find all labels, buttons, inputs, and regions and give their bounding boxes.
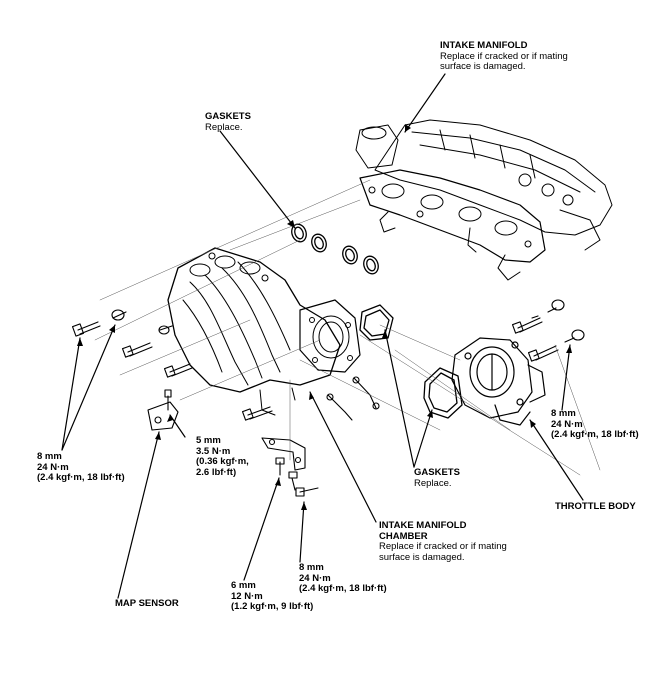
intake-manifold-chamber-label: INTAKE MANIFOLD CHAMBER Replace if crack… xyxy=(379,520,507,563)
gasket-throttle-body xyxy=(359,304,463,419)
torque-5mm-size: 5 mm xyxy=(196,435,221,446)
torque-8mm-bottom-size: 8 mm xyxy=(299,562,324,573)
torque-8mm-right-size: 8 mm xyxy=(551,408,576,419)
torque-8mm-right-label: 8 mm 24 N·m (2.4 kgf·m, 18 lbf·ft) xyxy=(551,408,639,441)
intake-manifold-desc-1: Replace if cracked or if mating xyxy=(440,50,568,62)
torque-5mm-label: 5 mm 3.5 N·m (0.36 kgf·m, 2.6 lbf·ft) xyxy=(196,435,249,478)
throttle-body-label: THROTTLE BODY xyxy=(555,501,636,513)
torque-8mm-right-alt: (2.4 kgf·m, 18 lbf·ft) xyxy=(551,429,639,440)
gasket-rings-top xyxy=(291,223,379,275)
gaskets-bottom-desc: Replace. xyxy=(414,477,452,489)
gaskets-top-label: GASKETS Replace. xyxy=(205,111,251,133)
intake-manifold-chamber-part xyxy=(167,247,361,416)
torque-8mm-left-label: 8 mm 24 N·m (2.4 kgf·m, 18 lbf·ft) xyxy=(37,451,125,484)
torque-6mm-nm: 12 N·m xyxy=(231,590,263,602)
torque-5mm-alt-2: 2.6 lbf·ft) xyxy=(196,466,237,478)
map-sensor-label: MAP SENSOR xyxy=(115,598,179,610)
torque-8mm-bottom-nm: 24 N·m xyxy=(299,572,331,584)
torque-6mm-size: 6 mm xyxy=(231,580,256,591)
bolts-left xyxy=(71,309,273,421)
torque-8mm-bottom-label: 8 mm 24 N·m (2.4 kgf·m, 18 lbf·ft) xyxy=(299,562,387,595)
leader-lines xyxy=(61,73,584,599)
intake-manifold-desc-2: surface is damaged. xyxy=(440,61,526,72)
torque-5mm-nm: 3.5 N·m xyxy=(196,445,231,457)
chamber-desc-1: Replace if cracked or if mating xyxy=(379,541,507,552)
throttle-body-part xyxy=(451,337,546,426)
throttle-body-title: THROTTLE BODY xyxy=(555,501,636,512)
intake-manifold-part xyxy=(355,119,613,281)
gaskets-bottom-title: GASKETS xyxy=(414,467,460,478)
torque-5mm-alt-1: (0.36 kgf·m, xyxy=(196,456,249,467)
leader-arrowheads xyxy=(77,124,572,510)
chamber-desc-2: surface is damaged. xyxy=(379,551,465,563)
chamber-title-1: INTAKE MANIFOLD xyxy=(379,520,467,531)
torque-8mm-left-nm: 24 N·m xyxy=(37,461,69,473)
torque-6mm-alt: (1.2 kgf·m, 9 lbf·ft) xyxy=(231,601,314,612)
torque-8mm-bottom-alt: (2.4 kgf·m, 18 lbf·ft) xyxy=(299,583,387,594)
torque-8mm-right-nm: 24 N·m xyxy=(551,418,583,430)
intake-manifold-label: INTAKE MANIFOLD Replace if cracked or if… xyxy=(440,40,568,73)
gaskets-top-desc: Replace. xyxy=(205,121,243,133)
link-rods xyxy=(326,376,380,421)
gaskets-bottom-label: GASKETS Replace. xyxy=(414,467,460,489)
torque-8mm-left-size: 8 mm xyxy=(37,451,62,462)
bolts-right xyxy=(511,299,585,362)
alignment-lines xyxy=(94,179,601,476)
map-sensor-part xyxy=(147,389,179,431)
chamber-title-2: CHAMBER xyxy=(379,530,428,542)
map-sensor-title: MAP SENSOR xyxy=(115,598,179,609)
gaskets-top-title: GASKETS xyxy=(205,111,251,122)
torque-8mm-left-alt: (2.4 kgf·m, 18 lbf·ft) xyxy=(37,472,125,483)
intake-manifold-title: INTAKE MANIFOLD xyxy=(440,40,528,51)
bracket-part xyxy=(261,437,319,497)
torque-6mm-label: 6 mm 12 N·m (1.2 kgf·m, 9 lbf·ft) xyxy=(231,580,314,613)
